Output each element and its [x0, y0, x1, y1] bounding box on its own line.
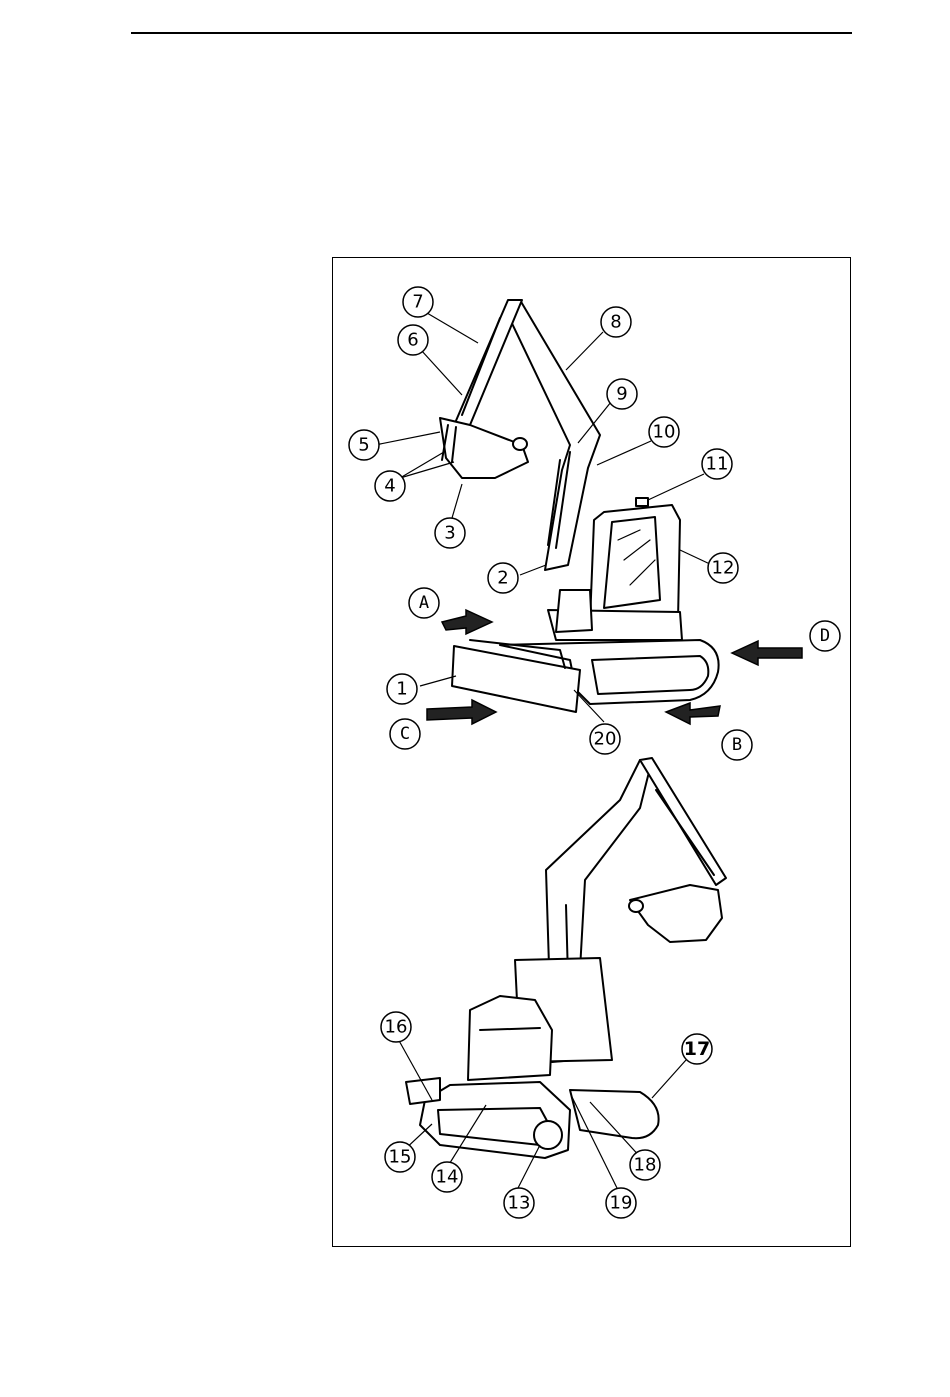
arrow-a	[442, 610, 492, 634]
label-5: 5	[358, 435, 369, 456]
label-8: 8	[610, 312, 621, 333]
label-19: 19	[610, 1193, 633, 1214]
label-17: 17	[684, 1038, 710, 1060]
arrow-c	[427, 700, 496, 724]
label-7: 7	[412, 292, 423, 313]
label-a: A	[419, 593, 429, 613]
excavator-rear-view	[406, 758, 726, 1158]
label-c: C	[400, 724, 410, 744]
beacon	[636, 498, 648, 506]
boom	[508, 300, 600, 570]
label-2: 2	[497, 568, 508, 589]
label-12: 12	[712, 558, 735, 579]
label-18: 18	[634, 1155, 657, 1176]
label-13: 13	[508, 1193, 531, 1214]
right-crawler-track	[570, 1090, 659, 1138]
bucket	[630, 885, 722, 942]
label-4: 4	[384, 476, 395, 497]
arrow-d	[732, 641, 802, 665]
label-b: B	[732, 735, 742, 755]
label-16: 16	[385, 1017, 408, 1038]
label-9: 9	[616, 384, 627, 405]
label-6: 6	[407, 330, 418, 351]
engine-hood	[468, 996, 552, 1080]
label-14: 14	[436, 1167, 459, 1188]
label-3: 3	[444, 523, 455, 544]
dozer-blade	[406, 1078, 440, 1104]
arm	[640, 758, 726, 885]
label-1: 1	[396, 679, 407, 700]
label-15: 15	[389, 1147, 412, 1168]
label-11: 11	[706, 454, 729, 475]
arm	[452, 300, 522, 430]
arm-cylinder	[656, 790, 714, 875]
excavator-front-view	[440, 300, 719, 712]
label-20: 20	[594, 729, 617, 750]
label-d: D	[820, 626, 830, 646]
arrow-b	[666, 703, 720, 724]
label-10: 10	[653, 422, 676, 443]
